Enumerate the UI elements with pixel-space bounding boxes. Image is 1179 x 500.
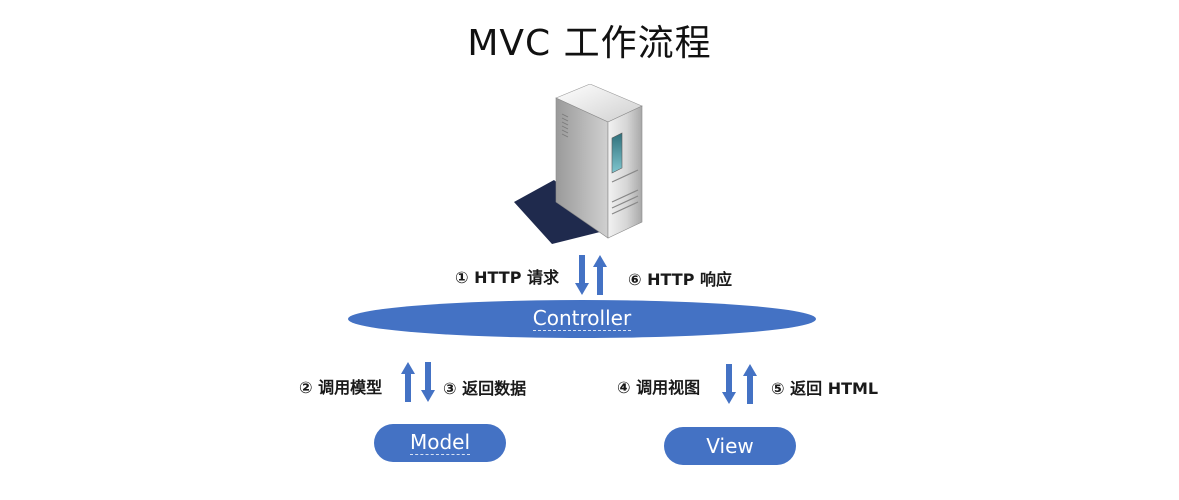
- edge-label-return-html: ⑤ 返回 HTML: [771, 379, 879, 398]
- arrow-down-icon: [575, 255, 589, 295]
- arrow-down-icon: [722, 364, 736, 404]
- arrow-down-icon: [421, 362, 435, 402]
- diagram-title: MVC 工作流程: [467, 23, 712, 64]
- edge-label-call-view: ④ 调用视图: [617, 378, 701, 397]
- edge-label-http-request: ① HTTP 请求: [455, 268, 560, 287]
- edge-label-call-model: ② 调用模型: [299, 378, 383, 397]
- node-view: View: [664, 427, 796, 465]
- arrow-up-icon: [593, 255, 607, 295]
- node-controller-label: Controller: [532, 306, 632, 331]
- node-model-label: Model: [409, 430, 471, 455]
- edge-label-return-data: ③ 返回数据: [443, 379, 527, 398]
- node-view-label: View: [706, 433, 754, 458]
- server-tower-icon: [514, 84, 643, 244]
- arrow-up-icon: [401, 362, 415, 402]
- edge-label-http-response: ⑥ HTTP 响应: [628, 270, 733, 289]
- node-model: Model: [374, 424, 506, 462]
- arrow-up-icon: [743, 364, 757, 404]
- node-controller: Controller: [348, 300, 816, 338]
